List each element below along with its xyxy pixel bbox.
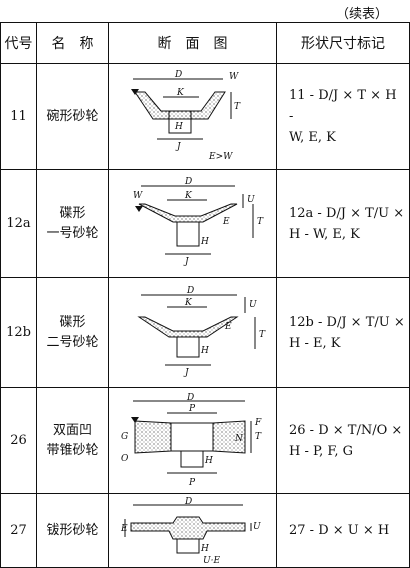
dim-label: P	[188, 404, 196, 414]
mark-cell: 11 - D/J × T × H - W, E, K	[276, 63, 410, 170]
row-name-line: 碟形	[59, 314, 86, 330]
row-name: 钹形砂轮	[36, 493, 109, 568]
row-name-line: 一号砂轮	[46, 225, 99, 241]
dim-label: H	[200, 237, 209, 247]
row-name-line: 碗形砂轮	[46, 108, 99, 124]
row-code: 11	[0, 63, 37, 170]
row-name-line: 双面凹	[52, 422, 92, 438]
depressed-center-wheel-section-drawing: D E H U U·E	[120, 497, 261, 566]
dim-label: F	[254, 418, 262, 428]
dish-wheel-2-section-drawing: D K U E T H J	[136, 286, 266, 378]
table-row: 12a 碟形 一号砂轮 D W K U E T	[0, 169, 410, 278]
dim-label: H	[174, 122, 183, 132]
dim-label: T	[257, 217, 264, 227]
mark-line: 27 - D × U × H	[289, 523, 390, 538]
mark-cell: 27 - D × U × H	[276, 493, 410, 568]
table-row: 26 双面凹 带锥砂轮 D P G O N	[0, 387, 410, 494]
table-row: 12b 碟形 二号砂轮 D K U E T H	[0, 277, 410, 388]
wheel-shape-table: 代号 名 称 断 面 图 形状尺寸标记 11 碗形砂轮 D	[0, 22, 410, 568]
dim-label: D	[186, 393, 194, 403]
double-recess-taper-wheel-section-drawing: D P G O N T F H P	[121, 393, 262, 488]
dim-label: G	[121, 432, 128, 442]
row-name: 碟形 一号砂轮	[36, 169, 109, 278]
header-name: 名 称	[36, 22, 109, 64]
dim-label: D	[186, 286, 194, 296]
dish-wheel-1-section-drawing: D W K U E T H J	[133, 177, 264, 267]
row-name: 双面凹 带锥砂轮	[36, 387, 109, 494]
header-section: 断 面 图	[108, 22, 277, 64]
row-name: 碗形砂轮	[36, 63, 109, 170]
dim-label: W	[229, 72, 239, 82]
mark-line: 12a - D/J × T/U ×	[289, 205, 405, 221]
dim-label: E	[222, 217, 230, 227]
section-drawing-cell: D K U E T H J	[108, 277, 277, 388]
dim-label: J	[183, 368, 190, 378]
dim-label: T	[255, 432, 262, 442]
bowl-wheel-section-drawing: D W K T H J E>W	[130, 70, 241, 162]
section-drawing-cell: D E H U U·E	[108, 493, 277, 568]
mark-line: 12b - D/J × T/U ×	[289, 314, 405, 330]
table-row: 11 碗形砂轮 D W K	[0, 63, 410, 170]
row-code: 27	[0, 493, 37, 568]
dim-label: U	[249, 300, 257, 310]
section-drawing-cell: D P G O N T F H P	[108, 387, 277, 494]
row-name-line: 二号砂轮	[46, 334, 99, 350]
dim-label: T	[259, 330, 266, 340]
dim-label: E	[224, 322, 232, 332]
dim-label: T	[234, 102, 241, 112]
dim-label: O	[121, 454, 129, 464]
header-mark: 形状尺寸标记	[276, 22, 410, 64]
dim-label: N	[234, 434, 244, 444]
header-code: 代号	[0, 22, 37, 64]
dim-label: P	[188, 478, 196, 488]
dim-label: E>W	[208, 152, 233, 162]
row-code: 12b	[0, 277, 37, 388]
mark-cell: 12a - D/J × T/U × H - W, E, K	[276, 169, 410, 278]
dim-label: U	[253, 522, 261, 532]
table-header-row: 代号 名 称 断 面 图 形状尺寸标记	[0, 22, 410, 64]
dim-label: D	[184, 177, 192, 187]
dim-label: J	[183, 257, 190, 267]
section-drawing-cell: D W K U E T H J	[108, 169, 277, 278]
dim-label: H	[200, 544, 209, 554]
row-code: 12a	[0, 169, 37, 278]
mark-line: W, E, K	[289, 130, 336, 145]
row-code: 26	[0, 387, 37, 494]
row-name-line: 碟形	[59, 205, 86, 221]
mark-line: 26 - D × T/N/O ×	[289, 422, 403, 438]
table-row: 27 钹形砂轮 D E H U U·E 27 - D × U × H	[0, 493, 410, 568]
mark-cell: 26 - D × T/N/O × H - P, F, G	[276, 387, 410, 494]
dim-label: K	[184, 191, 193, 201]
continued-label: （续表）	[335, 7, 388, 22]
row-name: 碟形 二号砂轮	[36, 277, 109, 388]
mark-line: 11 - D/J × T × H -	[289, 88, 397, 124]
dim-label: E	[120, 524, 128, 534]
dim-label: J	[175, 142, 182, 152]
dim-label: H	[204, 456, 213, 466]
dim-label: K	[184, 298, 193, 308]
row-name-line: 钹形砂轮	[46, 522, 99, 538]
dim-label: U·E	[203, 556, 220, 566]
row-name-line: 带锥砂轮	[46, 442, 99, 458]
mark-line: H - W, E, K	[289, 226, 360, 242]
mark-line: H - E, K	[289, 335, 341, 351]
mark-line: H - P, F, G	[289, 443, 354, 459]
dim-label: U	[247, 195, 255, 205]
mark-cell: 12b - D/J × T/U × H - E, K	[276, 277, 410, 388]
dim-label: W	[133, 191, 143, 201]
dim-label: D	[184, 497, 192, 507]
dim-label: K	[176, 88, 185, 98]
dim-label: H	[200, 346, 209, 356]
section-drawing-cell: D W K T H J E>W	[108, 63, 277, 170]
dim-label: D	[174, 70, 182, 80]
